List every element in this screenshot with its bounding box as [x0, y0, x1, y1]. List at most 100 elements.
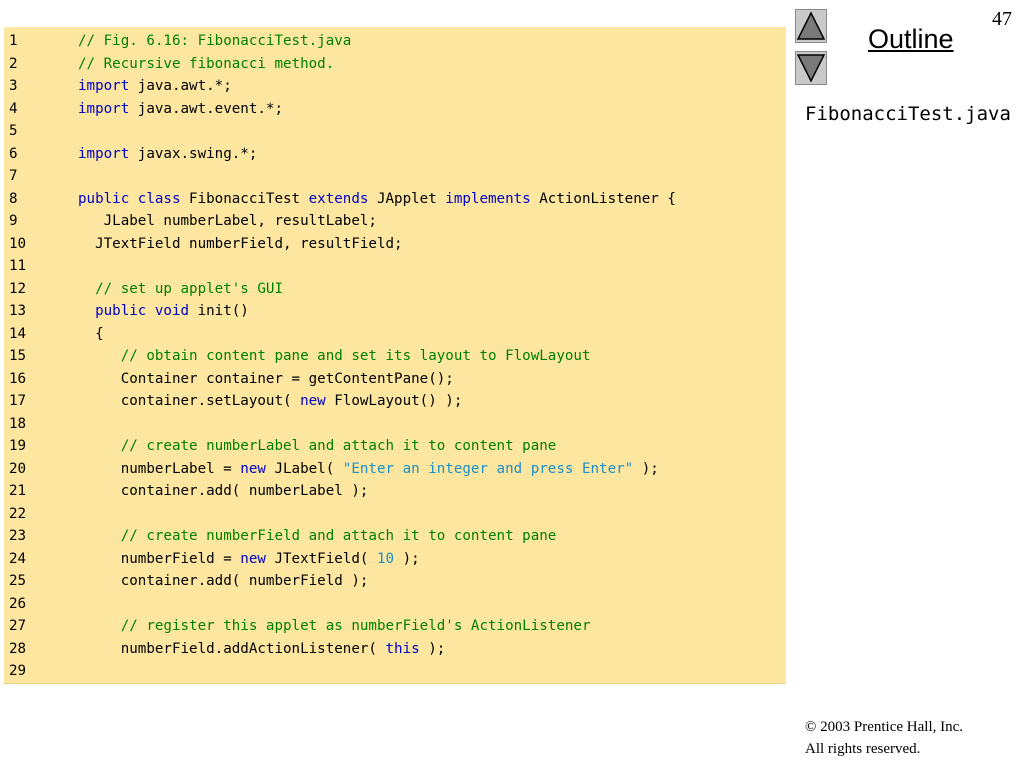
line-number: 27 [9, 618, 27, 634]
code-comment: // Fig. 6.16: FibonacciTest.java [78, 33, 352, 49]
code-token [78, 281, 95, 297]
code-token: JTextField( [265, 550, 377, 567]
code-line: 1 // Fig. 6.16: FibonacciTest.java [4, 30, 786, 52]
code-line: 9 JLabel numberLabel, resultLabel; [4, 210, 786, 232]
code-text: // set up applet's GUI [78, 278, 283, 300]
line-number: 26 [9, 595, 27, 612]
code-text: container.add( numberField ); [78, 570, 369, 592]
code-text: import javax.swing.*; [78, 143, 257, 165]
code-keyword: new [300, 393, 326, 409]
copyright-notice: © 2003 Prentice Hall, Inc. All rights re… [805, 716, 963, 760]
code-text: import java.awt.event.*; [78, 98, 283, 120]
line-number: 10 [9, 235, 27, 252]
line-number: 4 [9, 100, 18, 117]
next-slide-button[interactable] [795, 51, 827, 85]
code-token: javax.swing.*; [129, 145, 258, 162]
code-token [78, 528, 121, 544]
code-token [78, 438, 121, 454]
triangle-up-icon [796, 11, 826, 40]
code-line: 18 [4, 413, 786, 435]
code-text: container.setLayout( new FlowLayout() ); [78, 390, 463, 412]
code-listing: 1 // Fig. 6.16: FibonacciTest.java 2// Rec… [4, 27, 786, 684]
code-comment: // Recursive fibonacci method. [78, 55, 335, 72]
code-comment: // set up applet's GUI [95, 280, 284, 297]
code-line: 24 numberField = new JTextField( 10 ); [4, 548, 786, 570]
page-number: 47 [992, 8, 1012, 30]
line-number: 19 [9, 438, 27, 454]
line-number: 24 [9, 550, 27, 567]
code-comment: // create numberLabel and attach it to c… [120, 438, 557, 454]
code-text: Container container = getContentPane(); [78, 368, 454, 390]
code-token: JApplet [368, 190, 446, 207]
code-token: numberLabel = [78, 460, 241, 477]
code-token: numberField = [78, 550, 241, 567]
code-line: 3 import java.awt.*; [4, 75, 786, 97]
line-number: 5 [9, 123, 18, 139]
code-token: init() [189, 303, 249, 319]
code-token: ); [419, 640, 446, 657]
code-line: 12 // set up applet's GUI [4, 278, 786, 300]
previous-slide-button[interactable] [795, 9, 827, 43]
code-token: container.add( numberField ); [78, 573, 369, 589]
code-keyword: import [78, 145, 130, 162]
code-line: 19 // create numberLabel and attach it t… [4, 435, 786, 457]
outline-link[interactable]: Outline [868, 24, 954, 54]
code-line: 15 // obtain content pane and set its la… [4, 345, 786, 367]
line-number: 28 [9, 640, 27, 657]
line-number: 3 [9, 78, 18, 94]
code-token: JLabel numberLabel, resultLabel; [78, 213, 377, 229]
code-text: // create numberLabel and attach it to c… [78, 435, 557, 457]
line-number: 6 [9, 145, 18, 162]
code-token: java.awt.*; [129, 78, 232, 94]
code-line: 16 Container container = getContentPane(… [4, 368, 786, 390]
line-number: 1 [9, 33, 18, 49]
code-keyword: public void [95, 303, 190, 319]
code-text: import java.awt.*; [78, 75, 232, 97]
code-comment: // register this applet as numberField's… [120, 618, 591, 634]
code-token [78, 303, 95, 319]
line-number: 20 [9, 460, 27, 477]
code-token: JLabel( [265, 460, 343, 477]
triangle-down-icon [796, 54, 826, 83]
code-keyword: public class [78, 190, 181, 207]
code-keyword: new [240, 550, 266, 567]
code-comment: // obtain content pane and set its layou… [120, 348, 591, 364]
code-literal: 10 [376, 550, 395, 567]
code-keyword: new [240, 460, 266, 477]
code-line: 6 import javax.swing.*; [4, 143, 786, 165]
code-line: 5 [4, 120, 786, 142]
code-line: 27 // register this applet as numberFiel… [4, 615, 786, 637]
code-token: JTextField numberField, resultField; [78, 235, 403, 252]
code-line: 2// Recursive fibonacci method. [4, 53, 786, 75]
code-line: 22 [4, 503, 786, 525]
line-number: 16 [9, 370, 27, 387]
code-line: 26 [4, 593, 786, 615]
rights-line: All rights reserved. [805, 741, 921, 757]
code-keyword: implements [445, 190, 531, 207]
code-text: // create numberField and attach it to c… [78, 525, 557, 547]
code-token: FibonacciTest [180, 190, 309, 207]
code-text: numberLabel = new JLabel( "Enter an inte… [78, 458, 659, 480]
code-text: // Fig. 6.16: FibonacciTest.java [78, 30, 351, 52]
code-keyword: this [385, 640, 420, 657]
code-token [78, 618, 121, 634]
code-text: { [78, 323, 104, 345]
line-number: 22 [9, 505, 27, 522]
code-text: JLabel numberLabel, resultLabel; [78, 210, 377, 232]
line-number: 17 [9, 393, 27, 409]
line-number: 23 [9, 528, 27, 544]
line-number: 18 [9, 415, 27, 432]
code-text: JTextField numberField, resultField; [78, 233, 403, 255]
code-token: numberField.addActionListener( [78, 640, 386, 657]
code-text: numberField.addActionListener( this ); [78, 638, 446, 660]
line-number: 15 [9, 348, 27, 364]
code-token: FlowLayout() ); [325, 393, 463, 409]
code-line: 7 [4, 165, 786, 187]
code-line: 11 [4, 255, 786, 277]
line-number: 13 [9, 303, 27, 319]
code-text: // register this applet as numberField's… [78, 615, 591, 637]
code-token: ); [394, 550, 420, 567]
code-token: ActionListener { [530, 190, 676, 207]
code-line: 14 { [4, 323, 786, 345]
